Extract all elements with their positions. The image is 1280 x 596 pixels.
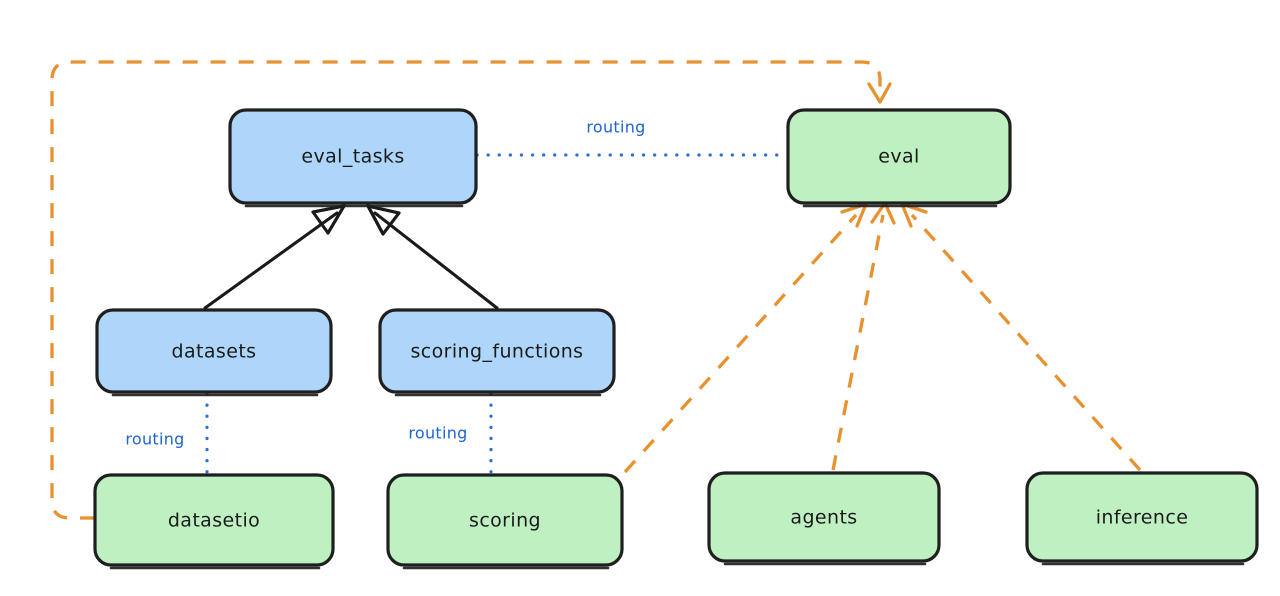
- node-inference[interactable]: inference: [1025, 471, 1259, 566]
- node-scoring[interactable]: scoring: [386, 473, 624, 570]
- node-label-scoring: scoring: [469, 510, 541, 532]
- edge-datasets-to-eval-tasks: [203, 204, 346, 310]
- edge-datasetio-to-eval: [50, 60, 892, 520]
- edge-label-routing-scoring-functions: routing: [408, 424, 467, 443]
- node-datasetio[interactable]: datasetio: [93, 473, 335, 570]
- edge-agents-to-eval: [831, 201, 896, 471]
- edge-inference-to-eval: [900, 202, 1142, 472]
- edge-eval-tasks-to-eval: routing: [475, 118, 789, 157]
- edge-datasets-to-datasetio: routing: [125, 392, 209, 475]
- edge-scoring-to-eval: [623, 202, 868, 474]
- node-label-datasetio: datasetio: [168, 510, 260, 532]
- node-label-scoring-functions: scoring_functions: [411, 341, 584, 363]
- node-label-eval: eval: [878, 146, 919, 168]
- node-eval[interactable]: eval: [786, 108, 1012, 208]
- node-datasets[interactable]: datasets: [95, 308, 333, 397]
- node-agents[interactable]: agents: [707, 471, 941, 566]
- node-scoring-functions[interactable]: scoring_functions: [378, 308, 616, 397]
- edge-label-routing-eval-tasks: routing: [586, 118, 645, 137]
- node-label-eval-tasks: eval_tasks: [301, 146, 404, 168]
- edge-scoring-functions-to-eval-tasks: [366, 204, 499, 310]
- node-label-inference: inference: [1096, 507, 1189, 529]
- node-label-agents: agents: [790, 507, 857, 529]
- node-label-datasets: datasets: [172, 341, 257, 363]
- edge-label-routing-datasets: routing: [125, 430, 184, 449]
- node-eval-tasks[interactable]: eval_tasks: [228, 108, 478, 208]
- edge-scoring-functions-to-scoring: routing: [408, 392, 493, 475]
